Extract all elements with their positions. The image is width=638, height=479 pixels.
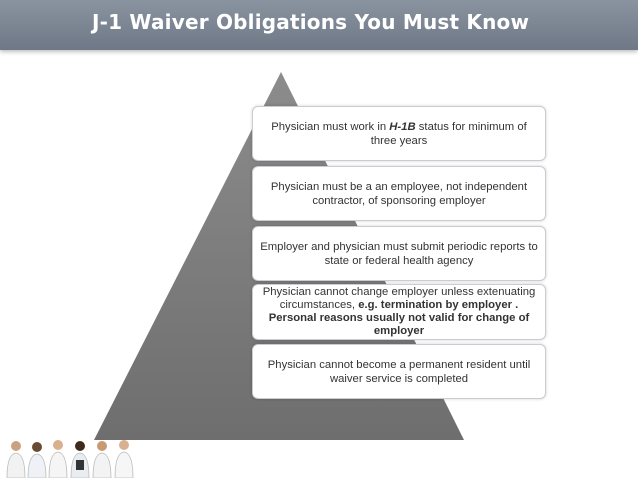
obligation-box-work-status: Physician must work in H-1B status for m… xyxy=(252,106,546,161)
obligation-box-permanent-resident: Physician cannot become a permanent resi… xyxy=(252,344,546,399)
obligation-box-employee: Physician must be a an employee, not ind… xyxy=(252,166,546,221)
obligation-box-change-employer: Physician cannot change employer unless … xyxy=(252,284,546,340)
doctor-figure-1 xyxy=(6,441,26,478)
doctor-figure-3 xyxy=(48,440,68,478)
obligation-text: Physician must be a an employee, not ind… xyxy=(270,180,528,207)
obligation-text: Physician must work in H-1B status for m… xyxy=(259,120,539,148)
obligation-text: Employer and physician must submit perio… xyxy=(260,240,538,267)
title-bar: J-1 Waiver Obligations You Must Know xyxy=(0,0,638,50)
obligation-text: Physician cannot become a permanent resi… xyxy=(267,358,531,385)
visa-status-emphasis: H-1B xyxy=(389,120,416,133)
obligation-text-part: Physician cannot change employer unless … xyxy=(262,286,536,311)
obligation-bold-text: e.g. termination by employer . Personal … xyxy=(268,299,530,337)
doctor-figure-6 xyxy=(114,440,134,478)
doctor-figure-5 xyxy=(92,441,112,478)
doctor-figure-4 xyxy=(70,441,90,478)
doctor-figure-2 xyxy=(27,442,47,478)
obligation-text-part: status for minimum of three years xyxy=(370,120,527,147)
slide-title: J-1 Waiver Obligations You Must Know xyxy=(92,10,530,34)
obligation-text-part: Physician must work in xyxy=(271,120,390,133)
obligation-text: Physician cannot change employer unless … xyxy=(259,286,539,338)
obligation-box-reports: Employer and physician must submit perio… xyxy=(252,226,546,281)
medical-staff-illustration xyxy=(6,440,134,478)
